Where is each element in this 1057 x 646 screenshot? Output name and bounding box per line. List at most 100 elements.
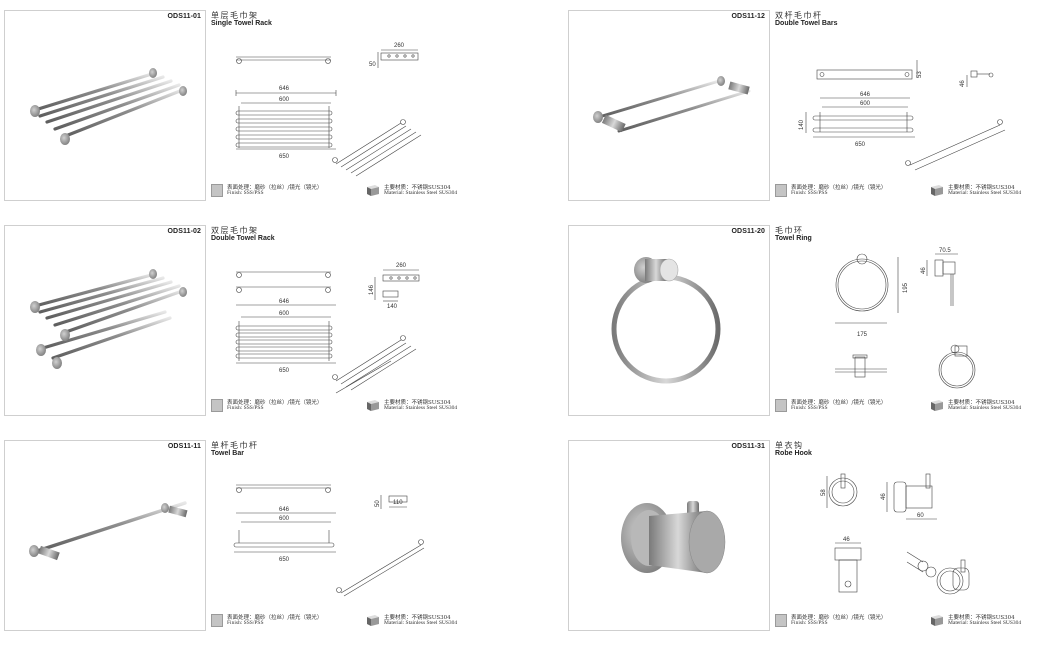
dim-depth: 260 [394, 43, 405, 49]
technical-drawing: 646 600 650 140 53 46 [799, 60, 1006, 171]
material-label-en: Material: Stainless Steel SUS304 [948, 405, 1022, 411]
material-cube-icon [931, 615, 943, 626]
product-name-en: Single Towel Rack [211, 20, 272, 27]
product-name-en: Double Towel Rack [211, 235, 275, 242]
dim-overall: 650 [279, 557, 290, 563]
double-towel-bars-illustration [593, 76, 751, 133]
dim-width: 46 [843, 537, 850, 543]
dim-diameter: 58 [821, 489, 827, 496]
material-label-cn: 主要材质：不锈钢SUS304 [948, 185, 1015, 191]
dim-inner: 600 [860, 101, 871, 107]
finish-label-en: Finish: SSS/PSS [227, 190, 264, 196]
product-photo: ODS11-02 [4, 225, 206, 416]
finish-swatch [211, 399, 223, 412]
product-card-ods11-02: ODS11-02 双层毛巾架 Double Towel Rack [4, 225, 494, 417]
finish-label-en: Finish: SSS/PSS [791, 405, 828, 411]
technical-drawing: 646 600 650 260 50 [235, 43, 422, 177]
product-code: ODS11-12 [731, 13, 765, 20]
double-towel-rack-illustration [30, 269, 187, 369]
dim-lower-depth: 140 [387, 304, 398, 310]
product-card-ods11-20: ODS11-20 毛巾环 Towel Ring 175 195 70.5 46 [568, 225, 1057, 417]
dim-depth: 260 [396, 263, 407, 269]
product-card-ods11-11: ODS11-11 单杆毛巾杆 Towel Bar 646 600 650 110… [4, 440, 494, 632]
dim-inner: 600 [279, 97, 290, 103]
product-name-en: Towel Bar [211, 450, 244, 457]
product-card-ods11-01: ODS11-01 单层毛巾架 Single Towel Rack [4, 10, 494, 202]
material-label-cn: 主要材质：不锈钢SUS304 [948, 400, 1015, 406]
finish-label-cn: 表面处理：磨砂（拉丝）/镜光（镜光） [227, 615, 323, 621]
product-code: ODS11-31 [731, 443, 765, 450]
dim-outer: 646 [279, 507, 290, 513]
technical-drawing: 58 46 60 46 [821, 473, 970, 595]
dim-width: 175 [857, 332, 868, 338]
finish-swatch [775, 184, 787, 197]
material-label-cn: 主要材质：不锈钢SUS304 [948, 615, 1015, 621]
robe-hook-illustration [621, 501, 726, 574]
material-cube-icon [367, 400, 379, 411]
dim-outer: 646 [860, 92, 871, 98]
finish-swatch [775, 614, 787, 627]
product-name-cn: 单衣钩 [775, 441, 804, 450]
dim-height: 195 [903, 282, 909, 293]
product-name-cn: 双层毛巾架 [211, 226, 259, 235]
towel-ring-illustration [611, 257, 721, 384]
dim-depth: 70.5 [939, 248, 951, 254]
dim-plate: 46 [921, 267, 927, 274]
dim-depth: 110 [393, 500, 403, 506]
dim-inner: 600 [279, 516, 290, 522]
dim-height: 50 [375, 500, 381, 507]
product-name-en: Double Towel Bars [775, 20, 838, 27]
material-label-en: Material: Stainless Steel SUS304 [384, 405, 458, 411]
product-photo: ODS11-12 [568, 10, 770, 201]
dim-plate: 46 [881, 493, 887, 500]
material-label-cn: 主要材质：不锈钢SUS304 [384, 615, 451, 621]
product-card-ods11-12: ODS11-12 双杆毛巾杆 Double Towel Bars [568, 10, 1057, 202]
finish-label-cn: 表面处理：磨砂（拉丝）/镜光（镜光） [227, 400, 323, 406]
dim-outer: 646 [279, 299, 290, 305]
product-name-cn: 单层毛巾架 [211, 11, 259, 20]
material-cube-icon [367, 185, 379, 196]
single-towel-rack-illustration [30, 68, 187, 145]
finish-label-en: Finish: SSS/PSS [227, 620, 264, 626]
technical-drawing: 646 600 650 260 140 146 [235, 263, 420, 394]
finish-label-cn: 表面处理：磨砂（拉丝）/镜光（镜光） [227, 185, 323, 191]
finish-swatch [775, 399, 787, 412]
product-code: ODS11-11 [167, 443, 201, 450]
dim-overall: 650 [279, 154, 290, 160]
material-label-en: Material: Stainless Steel SUS304 [948, 190, 1022, 196]
product-code: ODS11-01 [167, 13, 201, 20]
finish-label-cn: 表面处理：磨砂（拉丝）/镜光（镜光） [791, 400, 887, 406]
material-cube-icon [931, 185, 943, 196]
dim-height: 146 [369, 284, 375, 295]
towel-bar-illustration [29, 501, 188, 561]
finish-label-cn: 表面处理：磨砂（拉丝）/镜光（镜光） [791, 185, 887, 191]
material-label-en: Material: Stainless Steel SUS304 [948, 620, 1022, 626]
dim-projection: 46 [960, 80, 966, 87]
finish-label-cn: 表面处理：磨砂（拉丝）/镜光（镜光） [791, 615, 887, 621]
finish-swatch [211, 184, 223, 197]
finish-label-en: Finish: SSS/PSS [791, 190, 828, 196]
finish-label-en: Finish: SSS/PSS [227, 405, 264, 411]
dim-overall: 650 [279, 368, 290, 374]
technical-drawing: 646 600 650 110 50 [233, 484, 425, 597]
technical-drawing: 175 195 70.5 46 [835, 248, 976, 389]
dim-overall: 650 [855, 142, 866, 148]
product-name-en: Towel Ring [775, 235, 812, 242]
material-label-cn: 主要材质：不锈钢SUS304 [384, 185, 451, 191]
finish-label-en: Finish: SSS/PSS [791, 620, 828, 626]
dim-inner: 600 [279, 311, 290, 317]
dim-depth: 60 [917, 513, 924, 519]
dim-plate: 53 [917, 71, 923, 78]
material-label-cn: 主要材质：不锈钢SUS304 [384, 400, 451, 406]
product-photo: ODS11-11 [4, 440, 206, 631]
product-card-ods11-31: ODS11-31 单衣钩 Robe Hook 58 46 [568, 440, 1057, 632]
product-name-cn: 毛巾环 [775, 226, 804, 235]
product-code: ODS11-02 [167, 228, 201, 235]
product-name-en: Robe Hook [775, 450, 812, 457]
product-name-cn: 单杆毛巾杆 [211, 441, 259, 450]
finish-swatch [211, 614, 223, 627]
product-name-cn: 双杆毛巾杆 [775, 11, 823, 20]
dim-height: 140 [799, 119, 805, 130]
product-code: ODS11-20 [731, 228, 765, 235]
product-photo: ODS11-31 [568, 440, 770, 631]
